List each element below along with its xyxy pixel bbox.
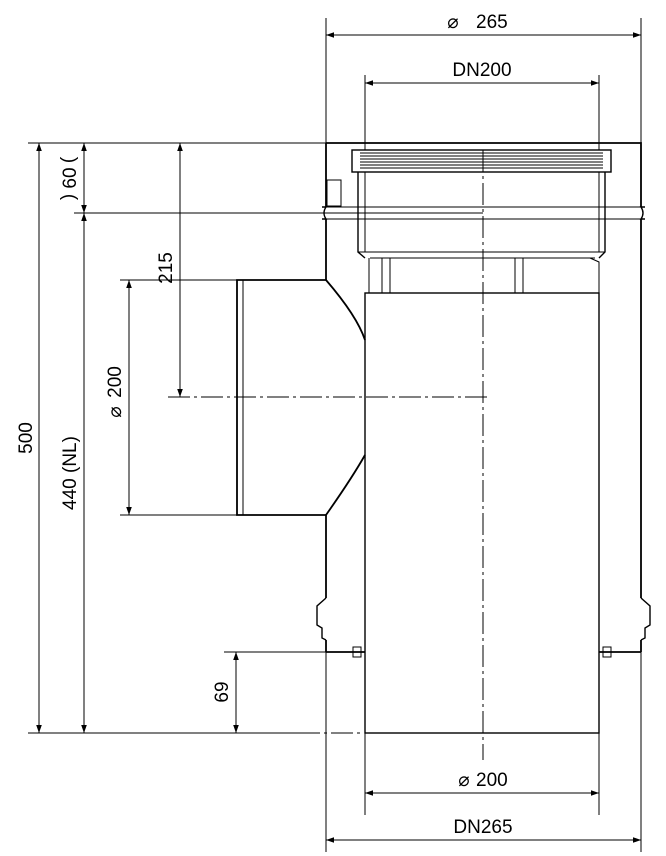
extension-lines [28, 18, 642, 852]
label-top-diameter: 265 [476, 12, 508, 33]
diameter-symbol: ⌀ [447, 12, 458, 33]
label-branch-diameter: 200 [105, 366, 126, 398]
paren-open: ( [58, 156, 79, 163]
label-total-height: 500 [16, 422, 37, 454]
paren-close: ) [58, 194, 79, 200]
label-top-socket: DN200 [452, 60, 511, 81]
label-bottom-offset: 69 [212, 681, 233, 702]
diameter-symbol-branch: ⌀ [105, 406, 126, 417]
dimension-labels: ⌀ 265 DN200 500 440 (NL) ( 60 ) 215 ⌀ 20… [16, 12, 513, 838]
label-top-offset: 60 [60, 167, 81, 188]
diameter-symbol-bottom: ⌀ [458, 770, 469, 791]
lower-clamps [316, 597, 651, 658]
label-bottom-inner: 200 [476, 770, 508, 791]
dimension-lines [36, 32, 641, 843]
seal-ring [351, 149, 612, 173]
pipe-fitting-outline [236, 142, 651, 734]
label-bottom-nominal: DN265 [453, 817, 512, 838]
label-branch-height: 215 [156, 252, 177, 284]
label-nominal-length: 440 (NL) [60, 436, 81, 510]
centerlines [168, 150, 488, 760]
